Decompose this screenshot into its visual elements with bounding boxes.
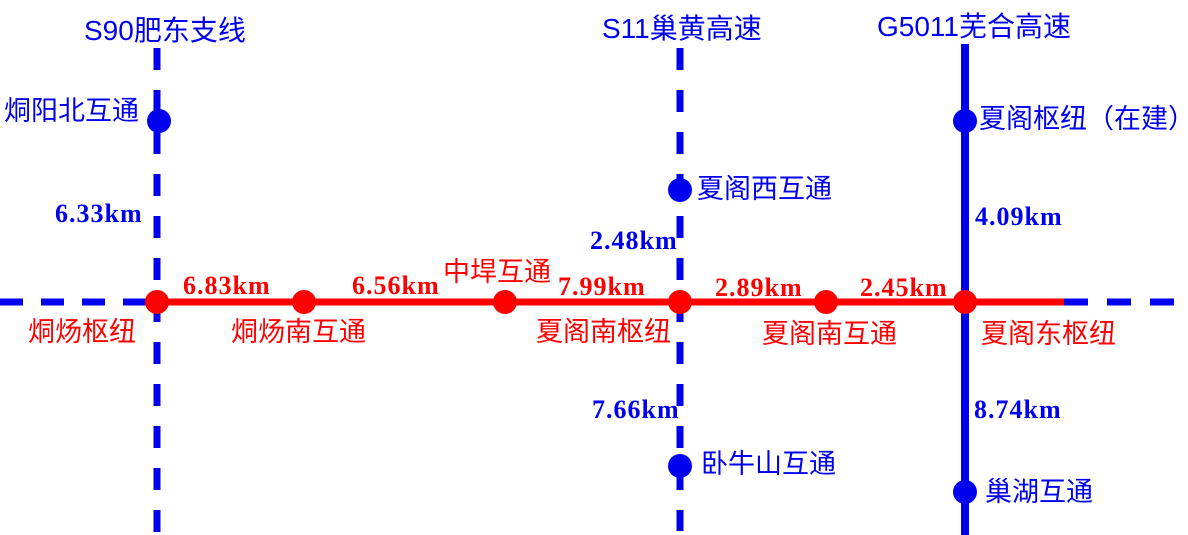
node-dot-chaohu-interchange (953, 480, 977, 504)
node-label-xiagenan-hub: 夏阁南枢纽 (536, 317, 671, 347)
node-label-zhonghan-interchange: 中垾互通 (443, 257, 551, 287)
node-label-chaohu-interchange: 巢湖互通 (985, 477, 1093, 507)
node-dot-xiagenan-hub (668, 290, 692, 314)
node-label-xiagenan-interchange: 夏阁南互通 (762, 319, 897, 349)
segment-distance-label-5: 2.45km (860, 273, 948, 302)
distance-label-s90-north: 6.33km (55, 199, 143, 228)
node-dot-zhonghan-interchange (493, 290, 517, 314)
node-label-xiagedong-hub: 夏阁东枢纽 (981, 319, 1116, 349)
node-label-tongyang-hub: 烔炀枢纽 (28, 317, 136, 347)
distance-label-g5011-north: 4.09km (975, 202, 1063, 231)
highway-label-s90: S90肥东支线 (84, 15, 246, 46)
node-label-xiagexi-interchange: 夏阁西互通 (697, 174, 832, 204)
node-dot-xiagedong-hub (953, 290, 977, 314)
node-label-xiage-hub-under-construction: 夏阁枢纽（在建） (979, 104, 1188, 134)
segment-distance-label-2: 6.56km (352, 271, 440, 300)
node-dot-xiage-hub-under-construction (953, 109, 977, 133)
distance-label-g5011-south: 8.74km (974, 395, 1062, 424)
node-dot-woniushan-interchange (668, 454, 692, 478)
node-dot-xiagenan-interchange (814, 290, 838, 314)
node-label-tongyangnan-interchange: 烔炀南互通 (231, 317, 366, 347)
node-dot-tongyang-hub (145, 290, 169, 314)
highway-label-g5011: G5011芜合高速 (877, 11, 1071, 42)
node-label-tongyangbei-interchange: 烔阳北互通 (4, 96, 139, 126)
highway-label-s11: S11巢黄高速 (602, 13, 762, 44)
distance-label-s11-south: 7.66km (592, 395, 680, 424)
node-dot-tongyangnan-interchange (292, 290, 316, 314)
node-dot-tongyangbei-interchange (147, 109, 171, 133)
segment-distance-label-4: 2.89km (715, 273, 803, 302)
node-dot-xiagexi-interchange (668, 178, 692, 202)
segment-distance-label-1: 6.83km (183, 271, 271, 300)
node-label-woniushan-interchange: 卧牛山互通 (701, 449, 836, 479)
segment-distance-label-3: 7.99km (558, 272, 646, 301)
distance-label-s11-north: 2.48km (590, 226, 678, 255)
